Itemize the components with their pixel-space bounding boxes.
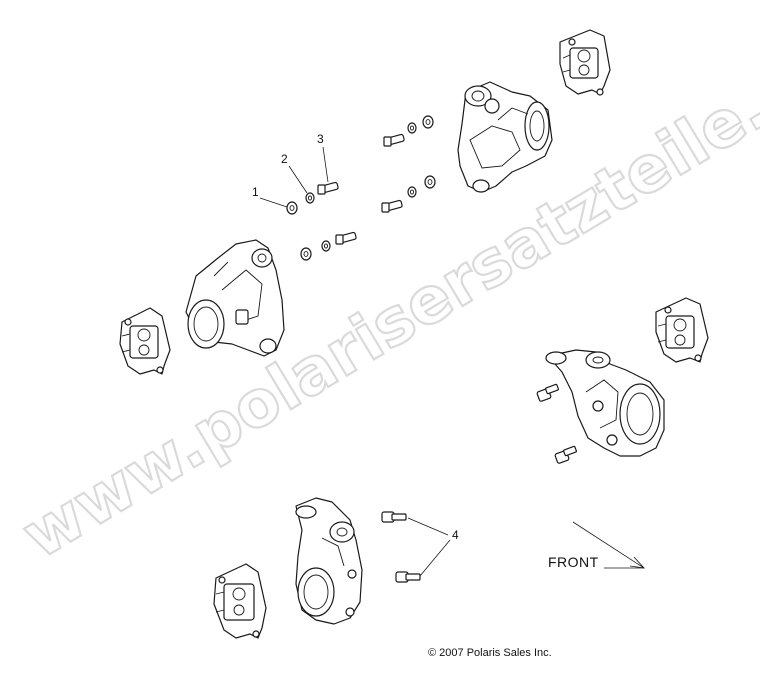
svg-text:1: 1 <box>252 185 259 199</box>
washer <box>422 115 434 129</box>
callout-3: 3 <box>317 132 329 183</box>
flange-bolt-item-4-lower <box>395 571 421 583</box>
brake-caliper-right <box>655 297 709 363</box>
callout-4: 4 <box>407 517 459 577</box>
flange-bolt-item-4-upper <box>381 511 407 523</box>
brake-caliper-bottom <box>213 563 267 639</box>
front-label: FRONT <box>548 554 599 570</box>
washer <box>300 247 312 261</box>
washer-item-2 <box>305 192 315 204</box>
washer <box>407 122 417 134</box>
bolt-lower-row <box>335 231 357 245</box>
brake-caliper-top-right <box>559 29 611 96</box>
watermark-text: www.polarisersatzteile.de <box>10 25 760 574</box>
rear-hub-carrier-left <box>185 239 285 357</box>
rear-hub-carrier-right <box>457 81 553 193</box>
svg-text:2: 2 <box>281 152 288 166</box>
svg-text:3: 3 <box>317 132 324 146</box>
washer <box>321 240 331 252</box>
washer <box>424 175 436 189</box>
front-spindle-bottom <box>295 497 363 625</box>
flange-bolt-right-lower <box>554 445 577 464</box>
brake-caliper-left <box>119 307 171 375</box>
bolt-middle-row <box>381 199 403 213</box>
fastener-group <box>286 115 436 261</box>
front-direction-indicator: FRONT <box>548 521 646 570</box>
callout-2: 2 <box>281 152 308 194</box>
washer-item-1 <box>286 201 298 215</box>
copyright-text: © 2007 Polaris Sales Inc. <box>428 647 552 659</box>
flange-bolt-right-upper <box>536 383 559 402</box>
bolt-item-3 <box>317 181 339 195</box>
washer <box>407 186 417 198</box>
front-spindle-right <box>545 349 665 457</box>
bolt-upper-row <box>383 133 405 147</box>
svg-text:4: 4 <box>452 528 459 542</box>
callout-1: 1 <box>252 185 288 208</box>
